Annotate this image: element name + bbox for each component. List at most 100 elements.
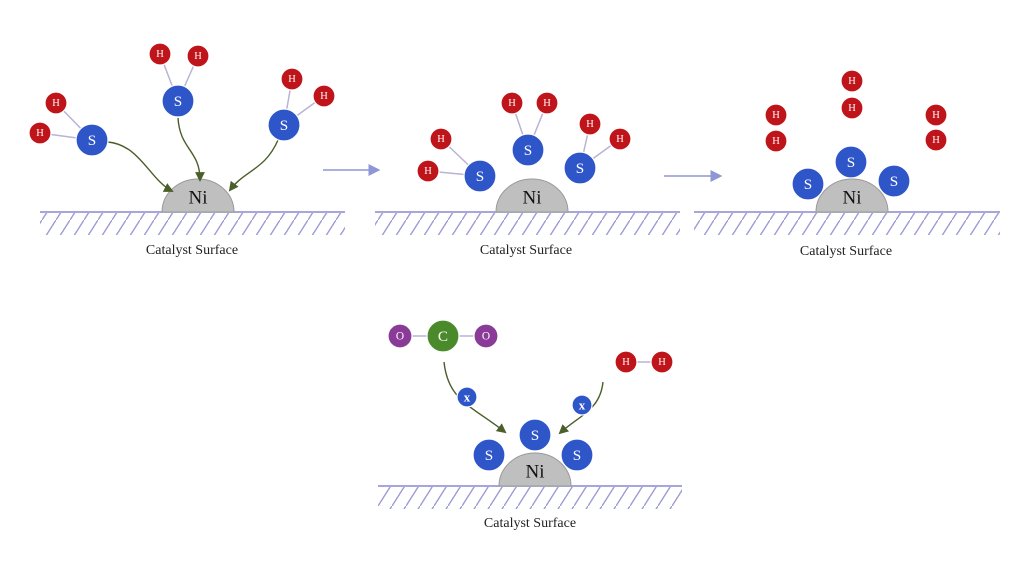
hydrogen-circle bbox=[840, 69, 864, 93]
blocked-circle bbox=[456, 386, 478, 408]
carbon-atom: C bbox=[426, 319, 460, 353]
hydrogen-atom: H bbox=[28, 121, 52, 145]
sulfur-label: S bbox=[804, 176, 812, 193]
sulfur-circle bbox=[75, 123, 109, 157]
sulfur-circle bbox=[563, 151, 597, 185]
nickel-site bbox=[495, 178, 569, 213]
sulfur-atom: S bbox=[791, 167, 825, 201]
approach-arrow-3 bbox=[228, 139, 279, 192]
panel-3-caption: Catalyst Surface bbox=[799, 244, 893, 259]
hydrogen-atom: H bbox=[280, 67, 304, 91]
hydrogen-label: H bbox=[194, 51, 202, 62]
hydrogen-circle bbox=[578, 112, 602, 136]
oxygen-label: O bbox=[396, 331, 404, 343]
nickel-label: Ni bbox=[526, 462, 545, 483]
hydrogen-label: H bbox=[543, 98, 551, 109]
hydrogen-label: H bbox=[437, 134, 445, 145]
sulfur-circle bbox=[791, 167, 825, 201]
hydrogen-atom: H bbox=[614, 350, 638, 374]
bonds-layer bbox=[39, 53, 662, 363]
hydrogen-circle bbox=[280, 67, 304, 91]
hydrogen-circle bbox=[44, 91, 68, 115]
sulfur-atom: S bbox=[834, 145, 868, 179]
surface-hatching bbox=[378, 487, 682, 509]
hydrogen-circle bbox=[924, 103, 948, 127]
hydrogen-atom: H bbox=[500, 91, 524, 115]
sulfur-atom: S bbox=[563, 151, 597, 185]
sulfur-label: S bbox=[485, 447, 493, 464]
sulfur-circle bbox=[518, 418, 552, 452]
hydrogen-atom: H bbox=[186, 44, 210, 68]
sulfur-label: S bbox=[524, 142, 532, 159]
hydrogen-atom: H bbox=[650, 350, 674, 374]
hydrogen-circle bbox=[608, 127, 632, 151]
sulfur-circle bbox=[161, 84, 195, 118]
nickel-label: Ni bbox=[189, 188, 208, 209]
hydrogen-atom: H bbox=[840, 69, 864, 93]
sulfur-label: S bbox=[88, 132, 96, 149]
catalyst-surface-4: Ni bbox=[378, 452, 682, 509]
hydrogen-circle bbox=[148, 42, 172, 66]
hydrogen-label: H bbox=[36, 128, 44, 139]
sulfur-circle bbox=[472, 438, 506, 472]
hydrogen-label: H bbox=[320, 91, 328, 102]
hydrogen-atom: H bbox=[535, 91, 559, 115]
sulfur-circle bbox=[560, 438, 594, 472]
hydrogen-label: H bbox=[424, 166, 432, 177]
sulfur-label: S bbox=[280, 117, 288, 134]
hydrogen-label: H bbox=[932, 135, 940, 146]
carbon-circle bbox=[426, 319, 460, 353]
hydrogen-atom: H bbox=[312, 84, 336, 108]
surface-hatching bbox=[375, 213, 680, 235]
oxygen-atom: O bbox=[473, 323, 499, 349]
hydrogen-label: H bbox=[616, 134, 624, 145]
hydrogen-atom: H bbox=[764, 103, 788, 127]
panel-2-caption: Catalyst Surface bbox=[479, 243, 573, 258]
sulfur-atom: S bbox=[75, 123, 109, 157]
hydrogen-label: H bbox=[848, 76, 856, 87]
sulfur-label: S bbox=[531, 427, 539, 444]
carbon-label: C bbox=[438, 328, 448, 345]
sulfur-label: S bbox=[476, 168, 484, 185]
sulfur-circle bbox=[511, 133, 545, 167]
oxygen-circle bbox=[387, 323, 413, 349]
sulfur-label: S bbox=[174, 93, 182, 110]
surface-hatching bbox=[40, 213, 345, 235]
blocked-x-icon: x bbox=[579, 398, 586, 413]
sulfur-circle bbox=[834, 145, 868, 179]
hydrogen-circle bbox=[840, 96, 864, 120]
blocked-x-icon: x bbox=[464, 390, 471, 405]
nickel-label: Ni bbox=[523, 188, 542, 209]
hydrogen-label: H bbox=[508, 98, 516, 109]
catalyst-surface-2: Ni bbox=[375, 178, 680, 235]
hydrogen-circle bbox=[614, 350, 638, 374]
oxygen-label: O bbox=[482, 331, 490, 343]
hydrogen-circle bbox=[312, 84, 336, 108]
hydrogen-atom: H bbox=[148, 42, 172, 66]
catalyst-surface-3: Ni bbox=[694, 178, 1000, 235]
blocked-badge: x bbox=[571, 394, 593, 416]
hydrogen-circle bbox=[416, 159, 440, 183]
hydrogen-label: H bbox=[772, 136, 780, 147]
hydrogen-atom: H bbox=[416, 159, 440, 183]
hydrogen-label: H bbox=[932, 110, 940, 121]
surface-hatching bbox=[694, 213, 1000, 235]
hydrogen-label: H bbox=[622, 357, 630, 368]
nickel-label: Ni bbox=[843, 188, 862, 209]
hydrogen-atom: H bbox=[429, 127, 453, 151]
sulfur-label: S bbox=[573, 447, 581, 464]
sulfur-label: S bbox=[890, 173, 898, 190]
hydrogen-label: H bbox=[52, 98, 60, 109]
sulfur-atom: S bbox=[560, 438, 594, 472]
hydrogen-atom: H bbox=[608, 127, 632, 151]
hydrogen-label: H bbox=[156, 49, 164, 60]
hydrogen-atom: H bbox=[44, 91, 68, 115]
oxygen-circle bbox=[473, 323, 499, 349]
approach-arrow-2 bbox=[177, 117, 205, 182]
hydrogen-circle bbox=[500, 91, 524, 115]
hydrogen-circle bbox=[28, 121, 52, 145]
nickel-site bbox=[498, 452, 572, 487]
